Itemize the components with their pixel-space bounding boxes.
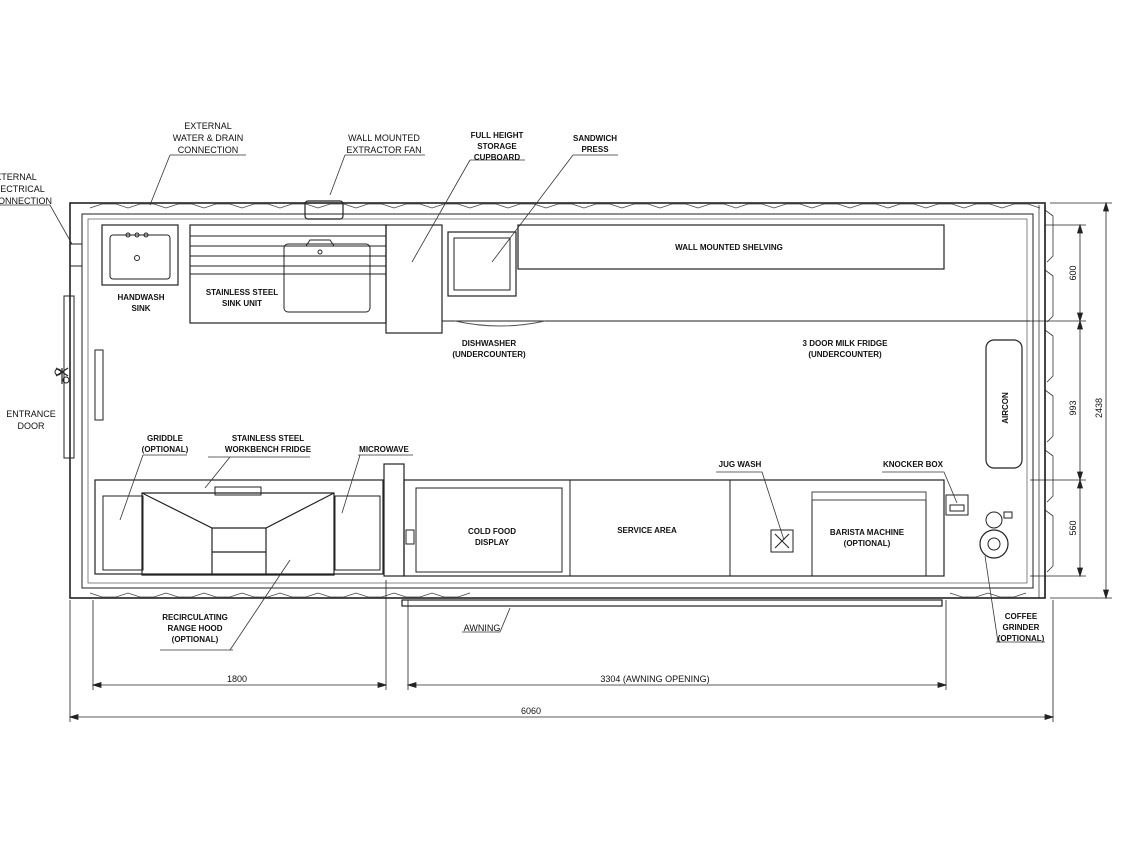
label-handwash-1: HANDWASH [117, 293, 164, 302]
label-entrance-2: DOOR [18, 421, 46, 431]
cold-food-display [415, 487, 563, 573]
label-wall-fan-2: EXTRACTOR FAN [346, 145, 421, 155]
dim-560: 560 [1068, 520, 1078, 535]
label-cold-food-2: DISPLAY [475, 538, 510, 547]
label-milk-fridge-1: 3 DOOR MILK FRIDGE [803, 339, 889, 348]
dim-600: 600 [1068, 265, 1078, 280]
wall-mounted-shelving [517, 224, 945, 270]
label-dishwasher-1: DISHWASHER [462, 339, 516, 348]
storage-cupboard [385, 224, 443, 334]
label-storage-1: FULL HEIGHT [471, 131, 524, 140]
container-inner-wall [81, 213, 1034, 589]
label-aircon: AIRCON [1001, 392, 1010, 424]
label-ext-elec-3: ONNECTION [0, 196, 52, 206]
corrugated-wall-bottom [89, 592, 471, 598]
label-external-water-3: CONNECTION [178, 145, 239, 155]
label-service-area: SERVICE AREA [617, 526, 677, 535]
label-grinder-2: GRINDER [1003, 623, 1040, 632]
label-external-water-1: EXTERNAL [184, 121, 232, 131]
label-handwash-2: SINK [131, 304, 150, 313]
container-outer-wall [69, 202, 1046, 599]
label-storage-3: CUPBOARD [474, 153, 520, 162]
label-ss-sink-1: STAINLESS STEEL [206, 288, 278, 297]
label-griddle-2: (OPTIONAL) [142, 445, 189, 454]
corrugated-wall-top [89, 203, 1041, 209]
awning [401, 599, 943, 607]
front-counter [403, 479, 945, 577]
label-shelving: WALL MOUNTED SHELVING [675, 243, 783, 252]
label-external-water-2: WATER & DRAIN [173, 133, 244, 143]
label-range-hood-3: (OPTIONAL) [172, 635, 219, 644]
label-jug-wash: JUG WASH [719, 460, 762, 469]
label-range-hood-2: RANGE HOOD [167, 624, 222, 633]
label-sandwich-1: SANDWICH [573, 134, 617, 143]
label-milk-fridge-2: (UNDERCOUNTER) [808, 350, 882, 359]
jug-wash [770, 529, 794, 553]
dim-1800: 1800 [227, 674, 247, 684]
label-griddle-1: GRIDDLE [147, 434, 184, 443]
entrance-door-frame [63, 295, 75, 459]
label-workbench-2: WORKBENCH FRIDGE [225, 445, 312, 454]
wall-extractor-fan [304, 200, 344, 220]
label-barista-2: (OPTIONAL) [844, 539, 891, 548]
label-ext-elec-2: LECTRICAL [0, 184, 45, 194]
label-range-hood-1: RECIRCULATING [162, 613, 228, 622]
knocker-box [945, 494, 969, 516]
container-doors-right [1044, 209, 1054, 573]
external-electrical-box [69, 243, 83, 267]
coffee-grinder [979, 529, 1009, 559]
label-wall-fan-1: WALL MOUNTED [348, 133, 420, 143]
label-cold-food-1: COLD FOOD [468, 527, 516, 536]
label-barista-1: BARISTA MACHINE [830, 528, 905, 537]
label-ext-elec-1: XTERNAL [0, 172, 37, 182]
dim-6060: 6060 [521, 706, 541, 716]
label-storage-2: STORAGE [477, 142, 517, 151]
dim-993: 993 [1068, 400, 1078, 415]
sandwich-press [447, 231, 517, 297]
label-dishwasher-2: (UNDERCOUNTER) [452, 350, 526, 359]
workbench-fridge [94, 479, 384, 575]
label-microwave: MICROWAVE [359, 445, 409, 454]
handwash-sink [101, 224, 179, 286]
label-sandwich-2: PRESS [581, 145, 609, 154]
label-awning: AWNING [464, 623, 501, 633]
label-grinder-3: (OPTIONAL) [998, 634, 1045, 643]
label-entrance-1: ENTRANCE [6, 409, 56, 419]
microwave [383, 463, 405, 577]
label-ss-sink-2: SINK UNIT [222, 299, 262, 308]
griddle [102, 495, 144, 571]
label-workbench-1: STAINLESS STEEL [232, 434, 304, 443]
aircon-unit [985, 339, 1023, 469]
dim-2438: 2438 [1094, 398, 1104, 418]
label-knocker-box: KNOCKER BOX [883, 460, 944, 469]
dim-3304: 3304 (AWNING OPENING) [600, 674, 709, 684]
range-hood [141, 492, 335, 576]
label-grinder-1: COFFEE [1005, 612, 1038, 621]
